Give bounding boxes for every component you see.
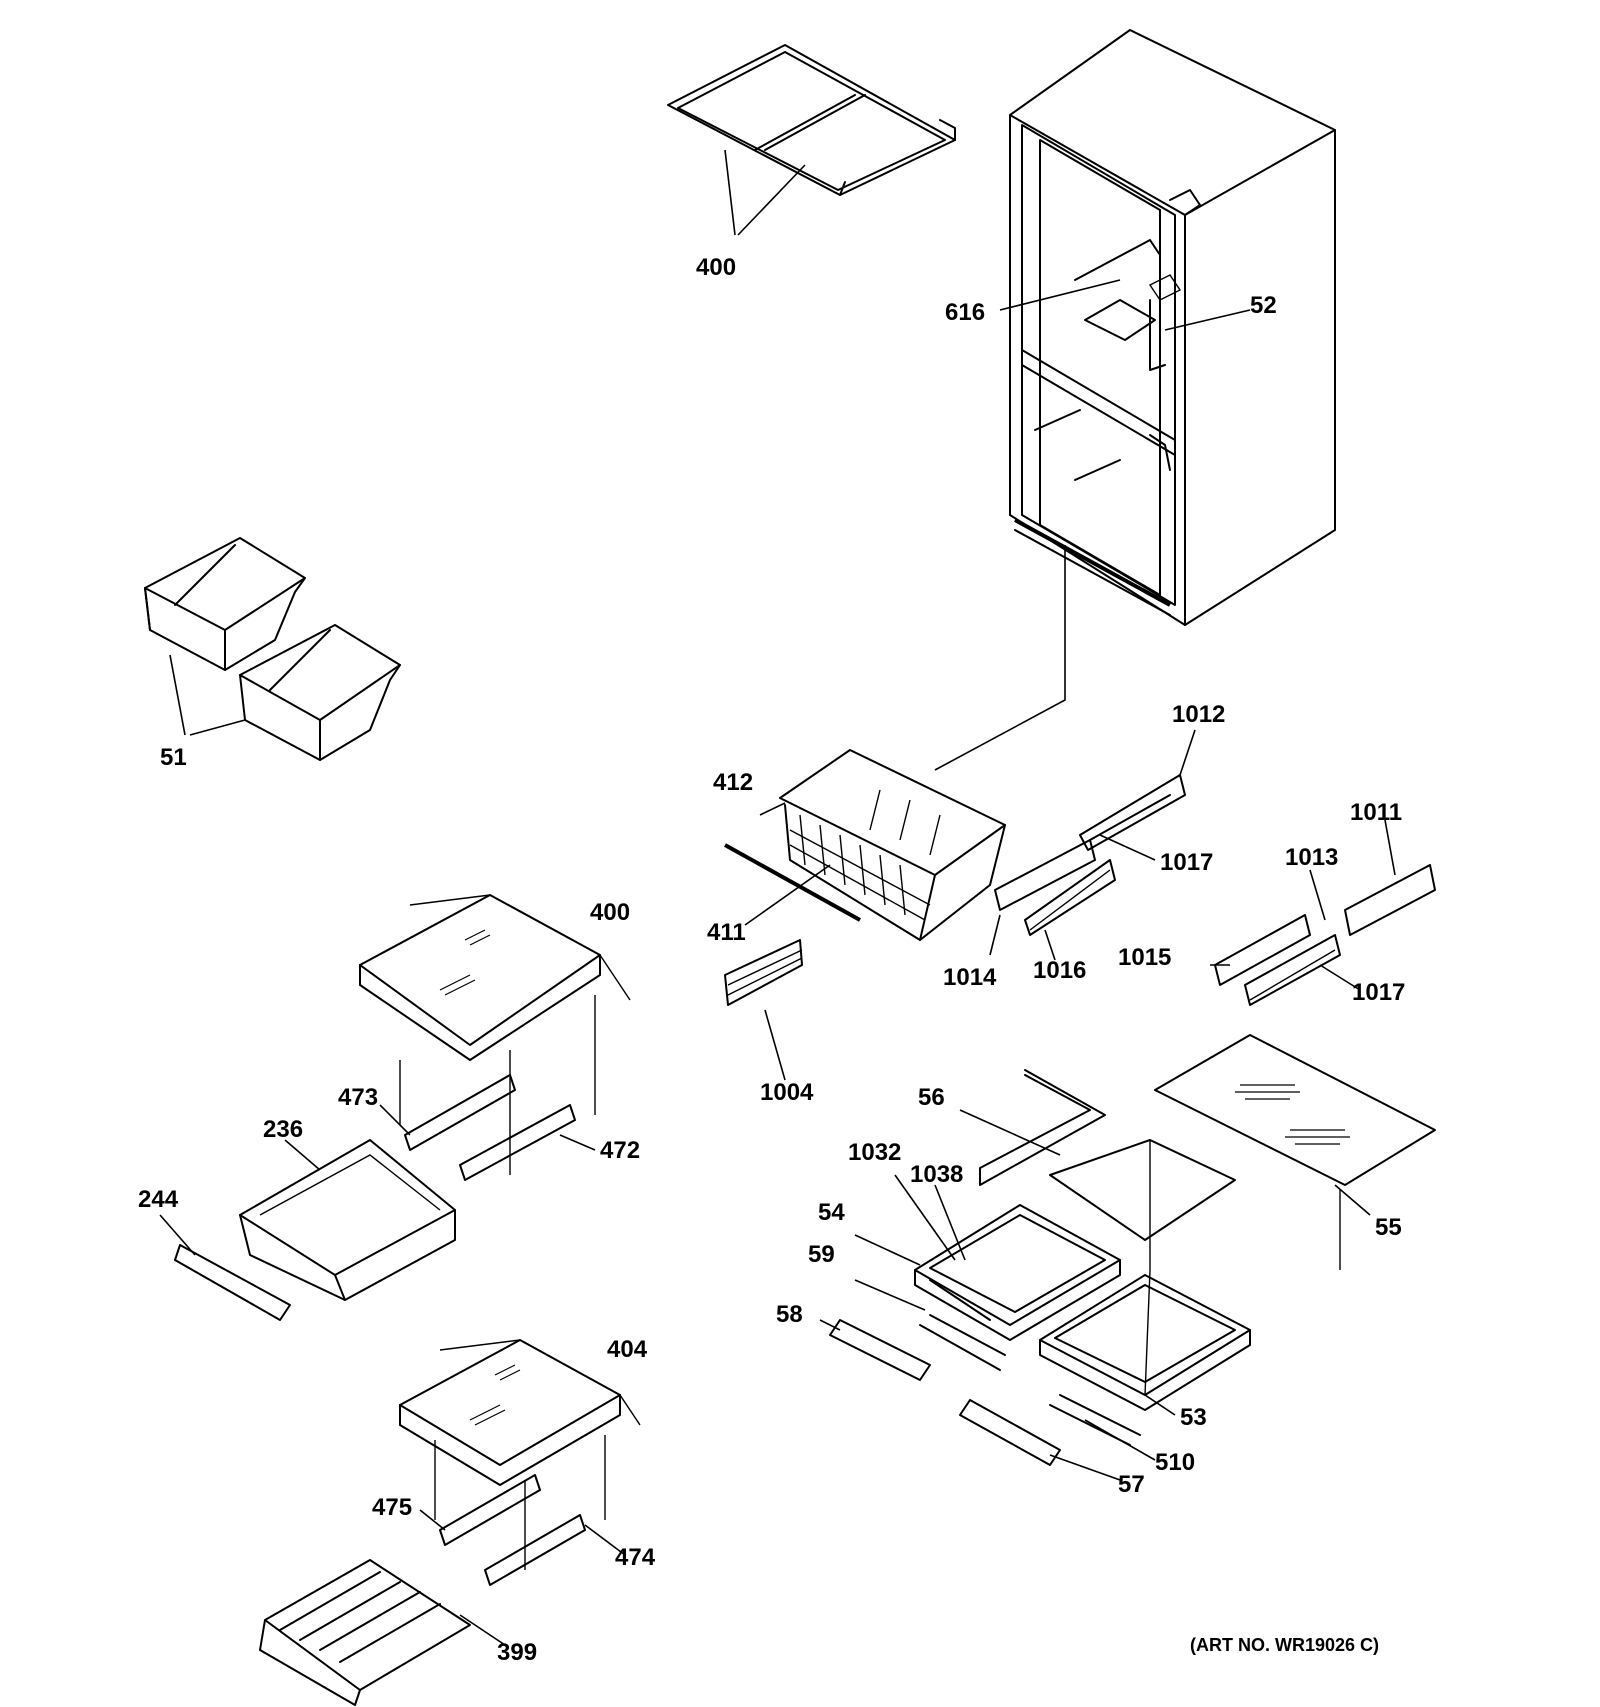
callout-404: 404: [607, 1336, 648, 1363]
callout-412: 412: [713, 769, 753, 796]
callout-510: 510: [1155, 1449, 1195, 1476]
drawer-cover-244-part: [174, 1244, 291, 1321]
callout-labels: 400 616 52 51 1012 412 1017 1011 1013 41…: [138, 254, 1405, 1666]
callout-54: 54: [818, 1199, 845, 1226]
drawer-slides-left: [994, 774, 1186, 936]
callout-1013: 1013: [1285, 844, 1338, 871]
callout-1038: 1038: [910, 1161, 963, 1188]
callout-57: 57: [1118, 1471, 1145, 1498]
callout-411: 411: [707, 919, 746, 946]
callout-1032: 1032: [848, 1139, 901, 1166]
callout-400-top: 400: [696, 254, 736, 281]
callout-1004: 1004: [760, 1079, 814, 1106]
pan-assembly-right: [1039, 1139, 1251, 1446]
freezer-basket-part: [779, 749, 1006, 941]
pan-cover-58-part: [829, 1319, 931, 1381]
callout-244: 244: [138, 1186, 179, 1213]
basket-rail-part: [724, 843, 861, 922]
callout-53: 53: [1180, 1404, 1207, 1431]
callout-399: 399: [497, 1639, 537, 1666]
callout-473: 473: [338, 1084, 378, 1111]
callout-1017-b: 1017: [1352, 979, 1405, 1006]
callout-474: 474: [615, 1544, 656, 1571]
middle-shelf-part: [359, 894, 631, 1061]
callout-56: 56: [918, 1084, 945, 1111]
pan-cover-57-part: [959, 1399, 1061, 1466]
callout-1016: 1016: [1033, 957, 1086, 984]
callout-52: 52: [1250, 292, 1277, 319]
callout-1015: 1015: [1118, 944, 1171, 971]
callout-51: 51: [160, 744, 187, 771]
drawer-slides-right: [1214, 864, 1436, 1006]
callout-1012: 1012: [1172, 701, 1225, 728]
refrigerator-cabinet: [1009, 29, 1336, 626]
top-shelf-part: [667, 44, 956, 196]
crisper-drawers-part: [144, 537, 401, 761]
glass-shelf-55-part: [1154, 1034, 1436, 1186]
callout-616: 616: [945, 299, 985, 326]
callout-1011: 1011: [1350, 799, 1402, 826]
art-number: (ART NO. WR19026 C): [1190, 1635, 1379, 1655]
callout-1014: 1014: [943, 964, 997, 991]
pan-assembly-left: [914, 1069, 1121, 1371]
callout-59: 59: [808, 1241, 835, 1268]
basket-divider-part: [724, 939, 803, 1006]
callout-236: 236: [263, 1116, 303, 1143]
callout-1017-a: 1017: [1160, 849, 1213, 876]
callout-472: 472: [600, 1137, 640, 1164]
lower-shelf-part: [399, 1339, 641, 1486]
wine-rack-part: [259, 1559, 471, 1706]
shelf-slides-473-472: [404, 1074, 576, 1181]
callout-55: 55: [1375, 1214, 1402, 1241]
callout-475: 475: [372, 1494, 412, 1521]
deli-drawer-part: [239, 1139, 456, 1301]
callout-400-mid: 400: [590, 899, 630, 926]
shelf-slides-475-474: [439, 1474, 586, 1586]
callout-58: 58: [776, 1301, 803, 1328]
